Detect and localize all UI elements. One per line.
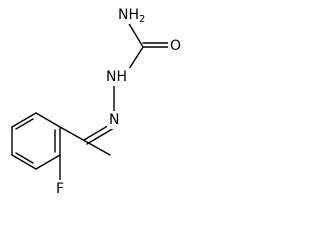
oxygen-label: O — [170, 38, 181, 54]
ring-bond-2 — [35, 154, 61, 170]
ring-bond-5 — [11, 112, 37, 128]
molecule-structure: NH2 O NH N F — [11, 7, 182, 197]
imine-n-label: N — [109, 112, 119, 128]
amine-label: NH2 — [118, 7, 145, 25]
bond-carbonyl-carbon-to-amine — [127, 21, 144, 48]
bond-carbonyl-carbon-to-nh — [128, 46, 144, 70]
amine-label-subscript: 2 — [139, 14, 145, 25]
amine-label-main: NH — [118, 7, 139, 23]
bond-imine-carbon-to-methyl — [84, 140, 111, 156]
ring-bond-3 — [11, 154, 37, 170]
fluorine-label: F — [56, 181, 64, 197]
ring-inner-double-3 — [15, 118, 34, 130]
hydrazide-nh-label: NH — [106, 69, 127, 85]
bond-imine-double-a — [83, 123, 112, 141]
bond-imine-carbon-to-ring — [59, 126, 86, 142]
ring-inner-double-2 — [15, 152, 34, 164]
bond-imine-double-b — [86, 127, 115, 145]
ring-bond-6 — [35, 112, 61, 128]
